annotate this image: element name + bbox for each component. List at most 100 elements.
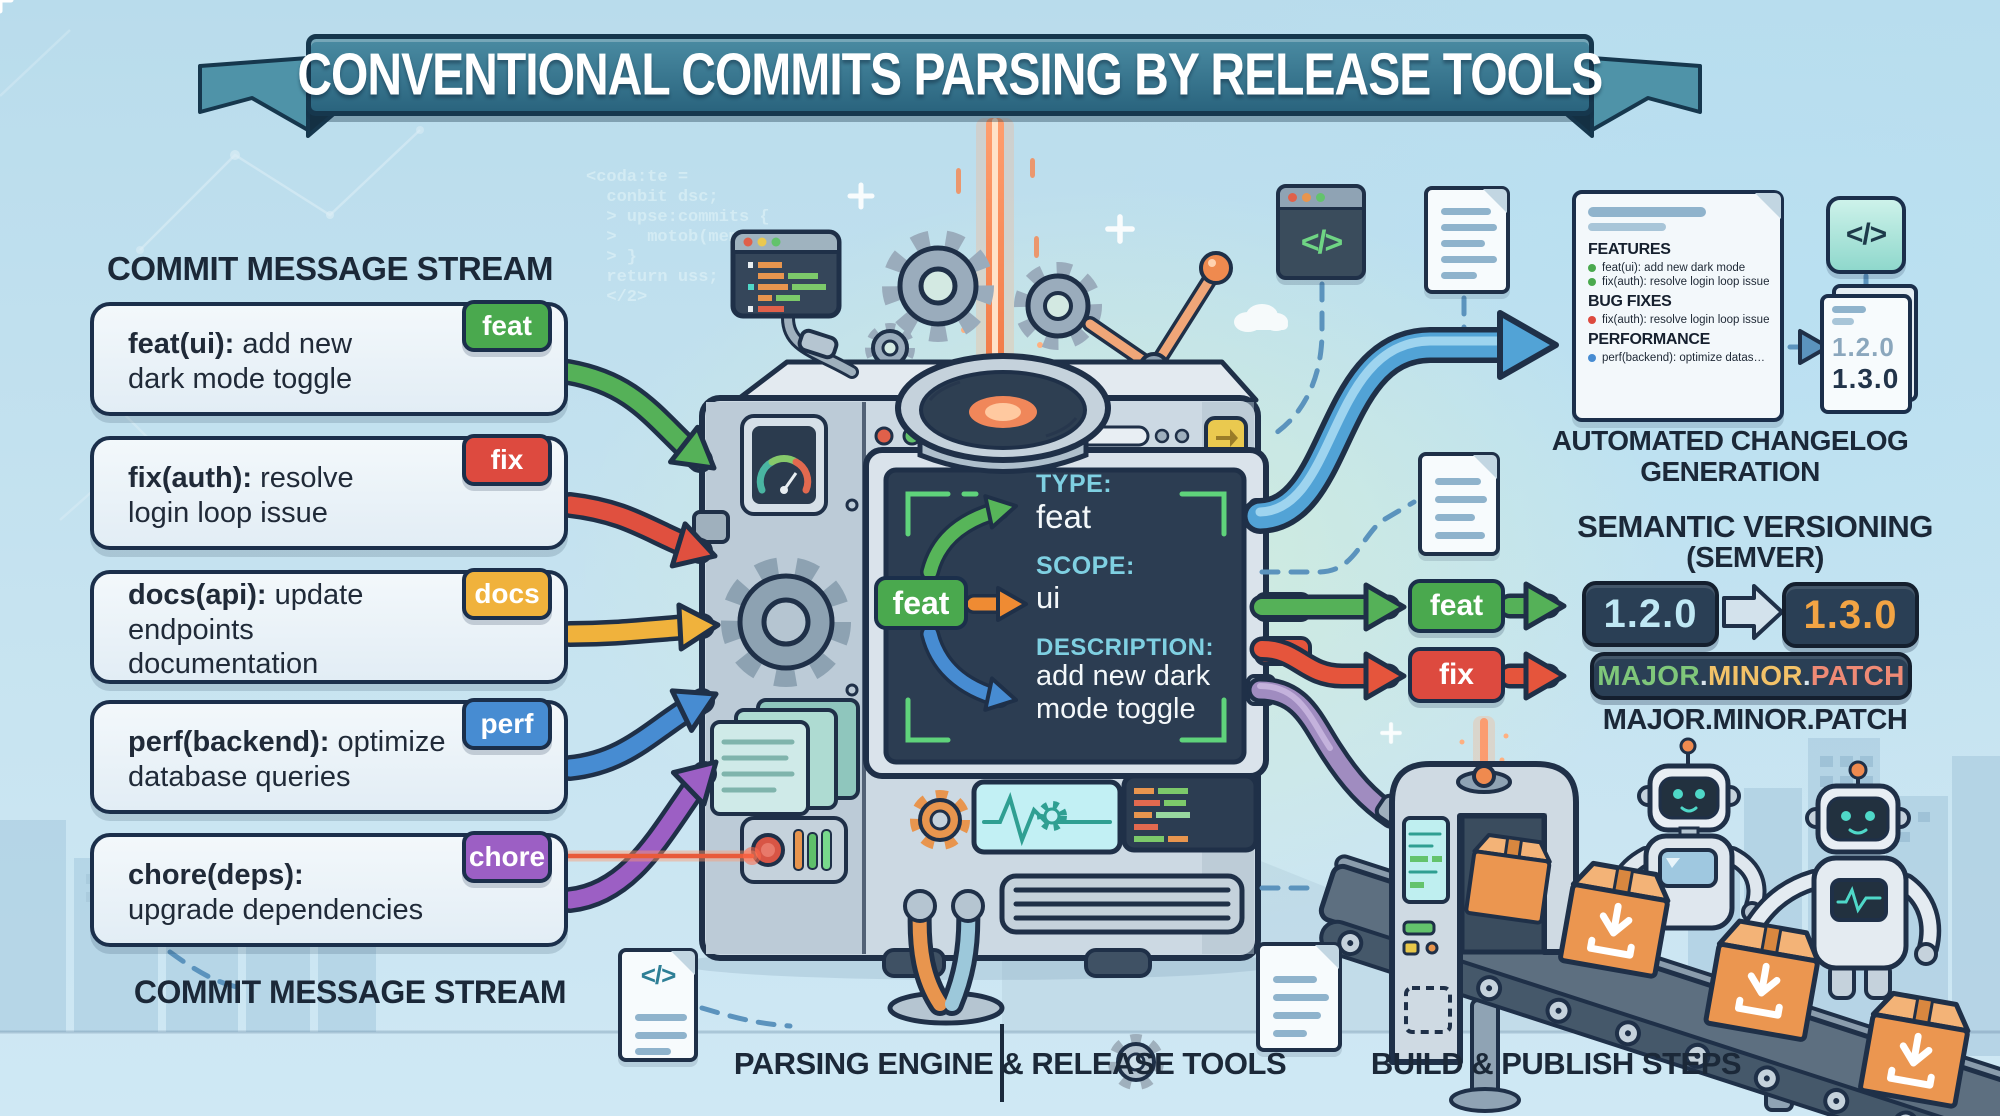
screen-type-label: TYPE: [1036, 470, 1113, 498]
bullet-icon [1588, 316, 1596, 324]
window-dot-green [1316, 193, 1325, 202]
screen-arrow-scope [964, 586, 1028, 622]
arrow-fix-to-patch [1249, 636, 1564, 698]
bullet-icon [1588, 264, 1596, 272]
changelog-section-heading: BUG FIXES [1588, 293, 1672, 310]
document-icon [1256, 942, 1342, 1052]
commit-text-line2: login loop issue [128, 497, 328, 529]
bullet-icon [1588, 354, 1596, 362]
bullet-icon [1588, 278, 1596, 286]
parsing-machine [692, 353, 1312, 1102]
version-from-pill: 1.2.0 [1582, 581, 1719, 647]
version-document-front-page: 1.2.0 1.3.0 [1820, 294, 1912, 414]
semver-heading: SEMANTIC VERSIONING (SEMVER) [1555, 510, 1955, 575]
commit-type-badge: docs [462, 568, 552, 620]
formula-minor: MINOR [1708, 660, 1803, 691]
panel-gear-icon [721, 557, 851, 687]
changelog-panel: FEATURES feat(ui): add new dark mode fix… [1572, 190, 1784, 422]
doc-line [1832, 306, 1866, 313]
window-dot-red [1288, 193, 1297, 202]
changelog-item: feat(ui): add new dark mode [1588, 262, 1770, 274]
formula-separator: . [1802, 660, 1811, 691]
changelog-caption: AUTOMATED CHANGELOG GENERATION [1551, 425, 1909, 487]
commit-text: fix(auth): resolve [128, 462, 354, 495]
changelog-item: fix(auth): resolve login loop issue [1588, 314, 1770, 326]
floor-pipes [887, 889, 1005, 1026]
code-glyph-icon: </> [640, 960, 677, 990]
code-editor-window [730, 229, 859, 379]
floor-gear-icon [1108, 1034, 1164, 1090]
commit-stream-footer-label: COMMIT MESSAGE STREAM [133, 974, 567, 1010]
version-to-pill: 1.3.0 [1782, 582, 1919, 648]
changelog-section-heading: FEATURES [1588, 241, 1671, 258]
console-gear-icon [910, 790, 970, 850]
commit-card-feat: feat(ui): add new dark mode toggle feat [90, 300, 568, 416]
code-document-icon: </> [618, 948, 698, 1062]
commit-type-badge: chore [462, 831, 552, 883]
screen-scope-label: SCOPE: [1036, 552, 1135, 580]
machine-power-icon [1204, 416, 1248, 458]
screen-description-value: add new dark mode toggle [1036, 660, 1211, 726]
dashed-arrow-changelog-to-version [1787, 329, 1830, 365]
stacked-documents-icon [710, 698, 860, 816]
semver-heading-line1: SEMANTIC VERSIONING [1577, 509, 1933, 544]
commit-type-badge: fix [462, 434, 552, 486]
package-box-in-scanner [1464, 832, 1552, 925]
changelog-item: perf(backend): optimize datas… [1588, 352, 1770, 364]
package-box [1558, 860, 1671, 979]
package-box [1703, 918, 1821, 1042]
changelog-subtitle-bar [1588, 223, 1666, 231]
arrow-docs-to-machine [557, 603, 719, 649]
arrow-feat-to-version [1249, 584, 1564, 629]
document-icon [1424, 186, 1510, 294]
gears-decoration [865, 230, 1102, 373]
code-monitor [1121, 773, 1259, 853]
semver-fix-badge: fix [1408, 647, 1505, 703]
commit-stream-heading: COMMIT MESSAGE STREAM [106, 250, 554, 287]
window-titlebar [1280, 188, 1362, 210]
commit-text: docs(api): update [128, 578, 364, 611]
commit-card-fix: fix(auth): resolve login loop issue fix [90, 434, 568, 550]
screen-type-value: feat [1036, 498, 1092, 535]
formula-separator: . [1699, 660, 1708, 691]
previous-version: 1.2.0 [1832, 332, 1895, 362]
code-window-icon: </> [1276, 184, 1366, 280]
screen-description-label: DESCRIPTION: [1036, 634, 1215, 661]
semver-formula-pill: MAJOR.MINOR.PATCH [1590, 652, 1912, 700]
version-transition-arrow [1722, 584, 1784, 640]
commit-text: chore(deps): [128, 859, 304, 892]
window-dot-orange [1302, 193, 1311, 202]
version-document: 1.2.0 1.3.0 [1820, 284, 1920, 414]
vent-grill [999, 873, 1245, 935]
arrow-fix-to-machine [557, 492, 721, 577]
title-banner: CONVENTIONAL COMMITS PARSING BY RELEASE … [297, 34, 1604, 116]
title-text: CONVENTIONAL COMMITS PARSING BY RELEASE … [297, 42, 1603, 108]
button-console [740, 816, 848, 884]
arrow-chore-to-machine [557, 746, 731, 913]
waveform-monitor [971, 779, 1123, 855]
build-caption: BUILD & PUBLISH STEPS [1370, 1046, 1742, 1081]
doc-line [1832, 318, 1854, 325]
package-box [1858, 990, 1971, 1109]
next-version: 1.3.0 [1832, 363, 1900, 394]
screen-feat-badge: feat [874, 576, 968, 630]
commit-type-badge: feat [462, 300, 552, 352]
arrow-machine-to-changelog [1242, 313, 1556, 534]
parser-caption: PARSING ENGINE & RELEASE TOOLS [733, 1046, 1287, 1081]
commit-text-line2: upgrade dependencies [128, 894, 424, 926]
screen-arrow-type [920, 488, 1022, 582]
commit-text-line2: endpoints documentation [128, 613, 319, 681]
commit-card-chore: chore(deps): upgrade dependencies chore [90, 831, 568, 947]
formula-major: MAJOR [1597, 660, 1700, 691]
code-box-icon: </> [1826, 196, 1906, 274]
semver-formula-plain: MAJOR.MINOR.PATCH [1602, 704, 1908, 736]
arrow-perf-to-machine [557, 674, 726, 781]
commit-text-line2: database queries [128, 761, 351, 793]
cloud-icon [1234, 304, 1288, 332]
commit-card-perf: perf(backend): optimize database queries… [90, 698, 568, 814]
banner-ribbon-tails [198, 56, 1702, 138]
side-clamp [692, 510, 730, 544]
changelog-item: fix(auth): resolve login loop issue [1588, 276, 1770, 288]
